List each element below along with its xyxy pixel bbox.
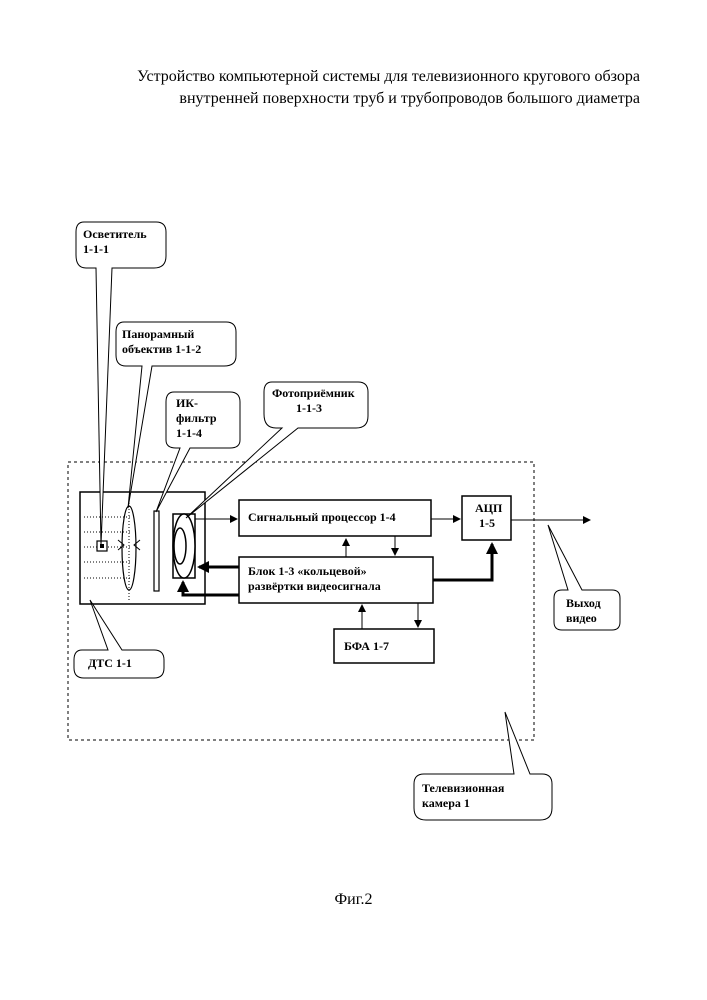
adc-label: АЦП 1-5 bbox=[475, 501, 502, 531]
signal-processor-label: Сигнальный процессор 1-4 bbox=[248, 510, 396, 525]
video-out-label: Выход видео bbox=[566, 596, 601, 626]
ir-filter-element bbox=[154, 511, 159, 591]
ir-filter-label: ИК- фильтр 1-1-4 bbox=[176, 396, 217, 441]
figure-caption: Фиг.2 bbox=[0, 891, 707, 909]
illuminator-label: Осветитель 1-1-1 bbox=[83, 227, 147, 257]
tv-camera-label: Телевизионная камера 1 bbox=[422, 781, 504, 811]
ring-scan-label: Блок 1-3 «кольцевой» развёртки видеосигн… bbox=[248, 564, 381, 594]
photodetector-element bbox=[173, 514, 195, 578]
photodetector-label: Фотоприёмник 1-1-3 bbox=[272, 386, 355, 416]
lens-label: Панорамный объектив 1-1-2 bbox=[122, 327, 201, 357]
dts-label: ДТС 1-1 bbox=[88, 656, 132, 671]
bfa-label: БФА 1-7 bbox=[344, 639, 389, 654]
